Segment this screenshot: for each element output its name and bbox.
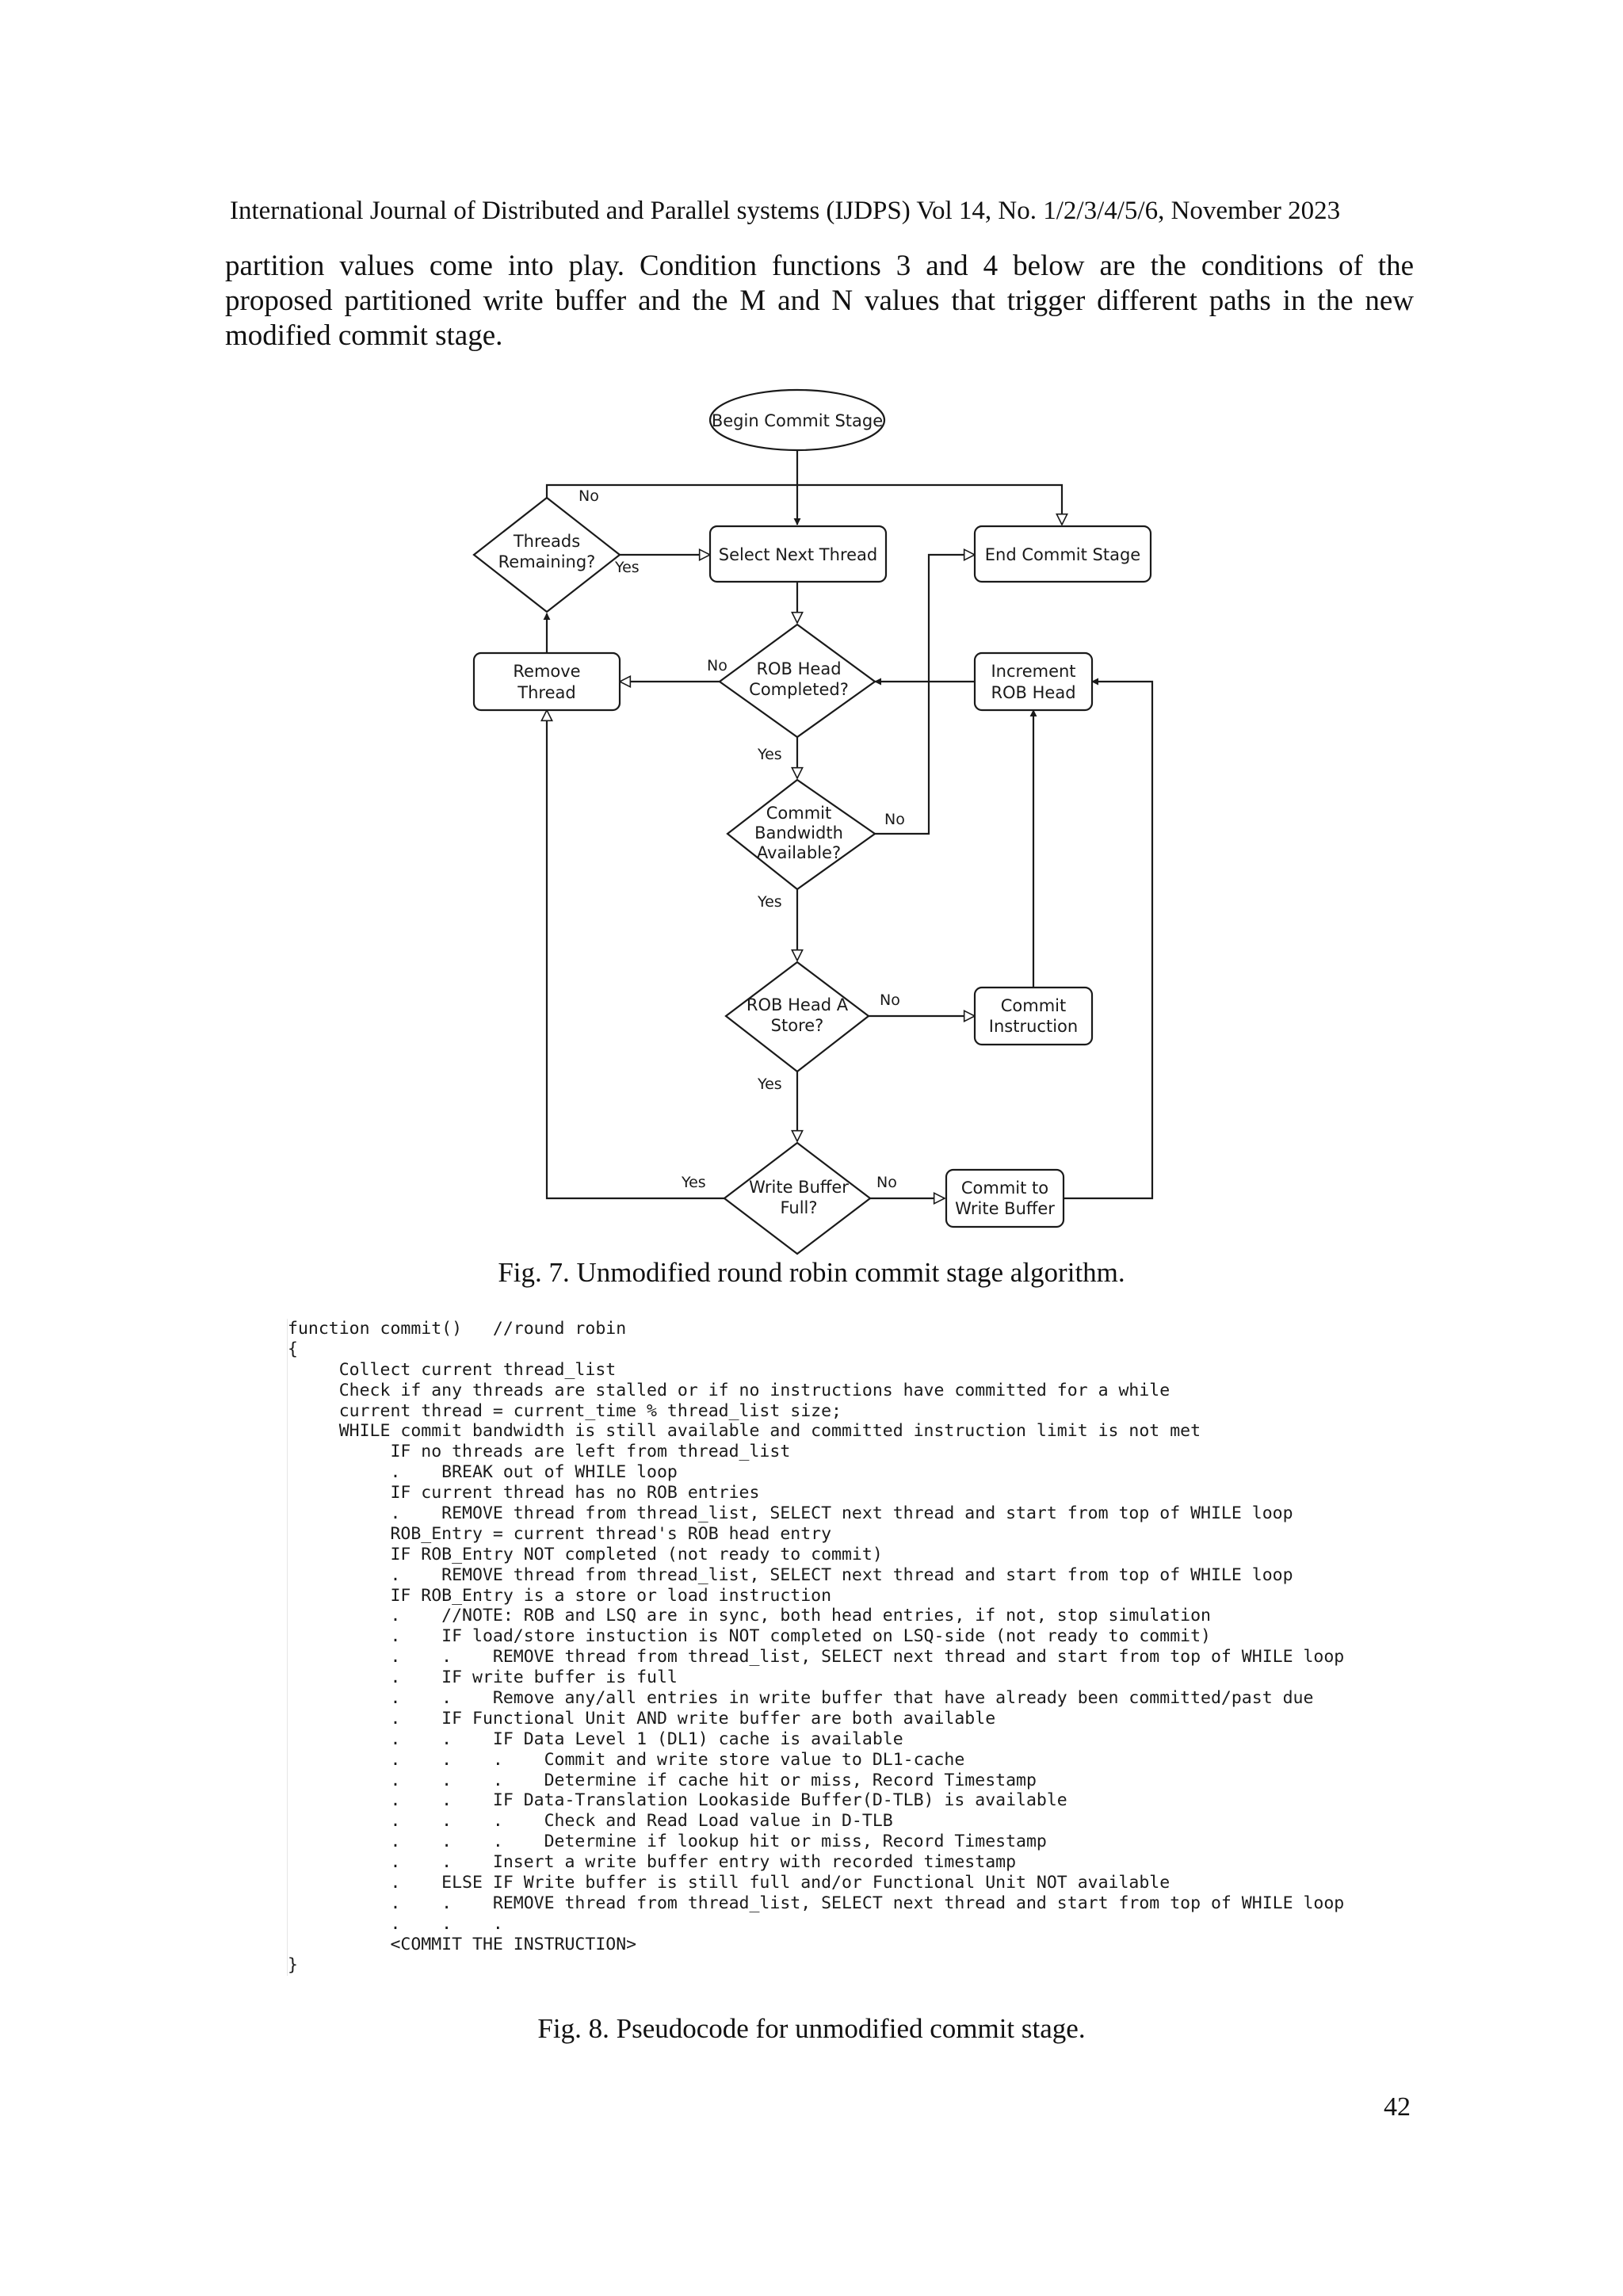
select-next-thread-node: Select Next Thread — [708, 525, 888, 583]
edge-label-no: No — [579, 487, 599, 505]
code-line: IF ROB_Entry is a store or load instruct… — [288, 1585, 832, 1606]
pseudocode-block: function commit() //round robin { Collec… — [287, 1319, 1445, 1976]
code-line: } — [288, 1954, 298, 1975]
code-line: WHILE commit bandwidth is still availabl… — [288, 1421, 1201, 1442]
code-line: current thread = current_time % thread_l… — [288, 1400, 842, 1421]
threads-remaining-label: Remaining? — [498, 552, 596, 571]
page-number: 42 — [1384, 2092, 1411, 2122]
code-line: . . Remove any/all entries in write buff… — [288, 1688, 1314, 1709]
code-line: IF current thread has no ROB entries — [288, 1483, 760, 1503]
code-line: . //NOTE: ROB and LSQ are in sync, both … — [288, 1606, 1211, 1626]
end-commit-stage-node: End Commit Stage — [973, 525, 1152, 583]
rob-head-store-label: Store? — [771, 1016, 824, 1035]
intro-paragraph: partition values come into play. Conditi… — [225, 249, 1414, 353]
commit-instruction-node: Commit Instruction — [973, 986, 1094, 1046]
code-line: IF ROB_Entry NOT completed (not ready to… — [288, 1544, 883, 1564]
commit-bandwidth-label: Commit — [766, 804, 832, 823]
edge-label-yes: Yes — [757, 746, 782, 763]
rob-head-completed-label: ROB Head — [756, 659, 841, 678]
code-line: IF no threads are left from thread_list — [288, 1442, 791, 1462]
code-line: . . . Determine if lookup hit or miss, R… — [288, 1832, 1047, 1852]
intro-line: modified commit stage. — [225, 319, 503, 352]
end-commit-stage-label: End Commit Stage — [985, 545, 1140, 564]
write-buffer-full-label: Full? — [780, 1198, 817, 1217]
commit-bandwidth-label: Available? — [757, 843, 841, 862]
code-line: . . . — [288, 1913, 503, 1934]
running-header: International Journal of Distributed and… — [230, 197, 1341, 225]
code-line: function commit() //round robin — [288, 1319, 627, 1339]
edge-label-yes: Yes — [614, 559, 640, 576]
commit-bandwidth-label: Bandwidth — [754, 823, 843, 842]
rob-head-completed-decision: ROB Head Completed? — [718, 623, 876, 739]
code-line: { — [288, 1339, 298, 1359]
code-line: <COMMIT THE INSTRUCTION> — [288, 1934, 637, 1954]
code-line: . IF Functional Unit AND write buffer ar… — [288, 1708, 996, 1729]
code-line: . IF write buffer is full — [288, 1668, 678, 1688]
begin-commit-stage-node: Begin Commit Stage — [708, 388, 886, 452]
edge-label-no: No — [880, 991, 900, 1009]
code-line: . . IF Data Level 1 (DL1) cache is avail… — [288, 1729, 903, 1749]
select-next-thread-label: Select Next Thread — [719, 545, 877, 564]
intro-line: proposed partitioned write buffer and th… — [225, 285, 1414, 317]
commit-instruction-label: Instruction — [989, 1017, 1078, 1036]
code-line: Check if any threads are stalled or if n… — [288, 1380, 1170, 1400]
increment-rob-head-label: Increment — [991, 662, 1075, 681]
rob-head-completed-label: Completed? — [749, 680, 849, 699]
write-buffer-full-label: Write Buffer — [749, 1178, 849, 1197]
threads-remaining-label: Threads — [513, 532, 580, 551]
edge-label-no: No — [707, 657, 727, 674]
commit-to-write-buffer-label: Write Buffer — [955, 1199, 1055, 1218]
edge-label-no: No — [876, 1174, 897, 1191]
code-line: . ELSE IF Write buffer is still full and… — [288, 1873, 1170, 1893]
code-line: Collect current thread_list — [288, 1359, 617, 1380]
edge-label-no: No — [884, 811, 905, 828]
commit-bandwidth-decision: Commit Bandwidth Available? — [726, 778, 876, 891]
remove-thread-label: Remove — [513, 662, 580, 681]
remove-thread-label: Thread — [517, 683, 575, 702]
edge-label-yes: Yes — [757, 1075, 782, 1093]
code-line: ROB_Entry = current thread's ROB head en… — [288, 1523, 832, 1544]
threads-remaining-decision: Threads Remaining? — [472, 496, 621, 613]
code-line: . REMOVE thread from thread_list, SELECT… — [288, 1503, 1293, 1524]
code-line: . . . Commit and write store value to DL… — [288, 1749, 965, 1770]
increment-rob-head-label: ROB Head — [991, 683, 1075, 702]
code-line: . IF load/store instuction is NOT comple… — [288, 1626, 1211, 1647]
code-line: . . . Check and Read Load value in D-TLB — [288, 1811, 893, 1832]
edge-label-yes: Yes — [681, 1174, 706, 1191]
remove-thread-node: Remove Thread — [472, 651, 621, 712]
code-line: . . . Determine if cache hit or miss, Re… — [288, 1770, 1037, 1790]
code-line: . . REMOVE thread from thread_list, SELE… — [288, 1893, 1345, 1913]
increment-rob-head-node: Increment ROB Head — [973, 651, 1094, 712]
intro-line: partition values come into play. Conditi… — [225, 250, 1414, 282]
commit-to-write-buffer-node: Commit to Write Buffer — [945, 1168, 1065, 1228]
rob-head-store-decision: ROB Head A Store? — [724, 961, 870, 1073]
write-buffer-full-decision: Write Buffer Full? — [723, 1141, 872, 1255]
rob-head-store-label: ROB Head A — [747, 995, 849, 1014]
code-line: . BREAK out of WHILE loop — [288, 1462, 678, 1483]
commit-to-write-buffer-label: Commit to — [961, 1179, 1048, 1198]
begin-commit-stage-label: Begin Commit Stage — [712, 411, 883, 430]
code-line: . . Insert a write buffer entry with rec… — [288, 1852, 1017, 1873]
fig7-caption: Fig. 7. Unmodified round robin commit st… — [498, 1257, 1125, 1288]
code-line: . . REMOVE thread from thread_list, SELE… — [288, 1647, 1345, 1668]
code-line: . REMOVE thread from thread_list, SELECT… — [288, 1564, 1293, 1585]
edge-label-yes: Yes — [757, 893, 782, 911]
commit-stage-flowchart: Begin Commit Stage Select Next Thread En… — [472, 388, 1154, 1255]
commit-instruction-label: Commit — [1001, 996, 1067, 1015]
code-line: . . IF Data-Translation Lookaside Buffer… — [288, 1790, 1067, 1811]
fig8-caption: Fig. 8. Pseudocode for unmodified commit… — [537, 2013, 1086, 2044]
